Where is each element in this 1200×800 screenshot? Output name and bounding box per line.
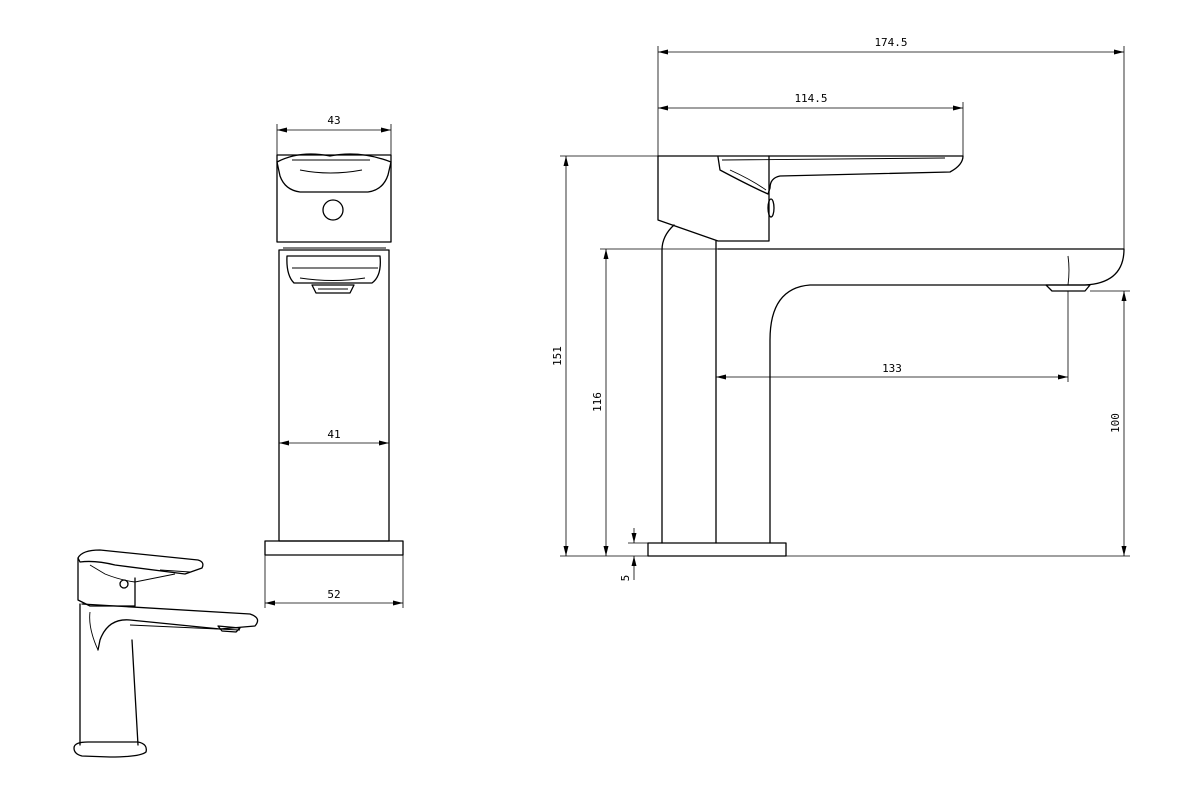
side-view: 174.5 114.5 151 116 133 100 (551, 36, 1130, 581)
side-handle-inner (721, 157, 946, 191)
dim-52-arrow-right (393, 600, 403, 606)
dim-116-arrow-bottom (603, 546, 609, 556)
dim-52-label: 52 (327, 588, 340, 601)
front-aerator (311, 284, 355, 294)
dim-133-label: 133 (882, 362, 902, 375)
dim-133-arrow-left (716, 374, 726, 380)
front-indicator-hole (322, 199, 344, 221)
iso-base (73, 741, 147, 758)
dim-174-5-arrow-left (658, 49, 668, 55)
front-base (264, 540, 404, 556)
dim-100-label: 100 (1109, 413, 1122, 433)
side-spout (717, 248, 1125, 544)
dim-114-5-arrow-left (658, 105, 668, 111)
dim-5-label: 5 (619, 575, 632, 582)
dim-116-arrow-top (603, 249, 609, 259)
front-head-block (276, 154, 392, 243)
dim-41-label: 41 (327, 428, 340, 441)
dim-100-arrow-top (1121, 291, 1127, 301)
iso-head (77, 557, 136, 607)
dim-133-arrow-right (1058, 374, 1068, 380)
front-view: 43 41 52 (264, 114, 404, 608)
dim-114-5-label: 114.5 (794, 92, 827, 105)
front-handle-lever (276, 153, 392, 193)
side-body-back (661, 224, 675, 544)
iso-indicator-hole (119, 579, 129, 589)
dim-43-arrow-right (381, 127, 391, 133)
dim-151-arrow-bottom (563, 546, 569, 556)
dim-5-arrow-bottom (631, 556, 637, 566)
dim-43-arrow-left (277, 127, 287, 133)
dim-100-arrow-bottom (1121, 546, 1127, 556)
dim-114-5-arrow-right (953, 105, 963, 111)
iso-aerator (217, 625, 241, 633)
dim-116-label: 116 (591, 392, 604, 412)
side-base (647, 542, 787, 557)
dim-41-arrow-right (379, 440, 389, 446)
dim-174-5-arrow-right (1114, 49, 1124, 55)
front-spout-outlet (286, 255, 381, 284)
side-handle-lever (657, 155, 964, 195)
side-aerator (1045, 284, 1091, 292)
dim-5-arrow-top (631, 533, 637, 543)
dim-43-label: 43 (327, 114, 340, 127)
iso-body (79, 603, 139, 746)
front-handle-inner (292, 159, 370, 174)
iso-handle-top (77, 549, 204, 575)
dim-151-label: 151 (551, 346, 564, 366)
dim-52-arrow-left (265, 600, 275, 606)
side-spout-tip-curve (1067, 255, 1070, 286)
dim-174-5-label: 174.5 (874, 36, 907, 49)
iso-handle-inner (89, 564, 191, 583)
dim-41-arrow-left (279, 440, 289, 446)
side-indicator-knob (767, 198, 775, 218)
front-spout-inner (292, 267, 378, 281)
iso-spout-inner (89, 611, 241, 651)
dim-151-arrow-top (563, 156, 569, 166)
side-head (657, 155, 770, 242)
isometric-view (73, 549, 259, 758)
